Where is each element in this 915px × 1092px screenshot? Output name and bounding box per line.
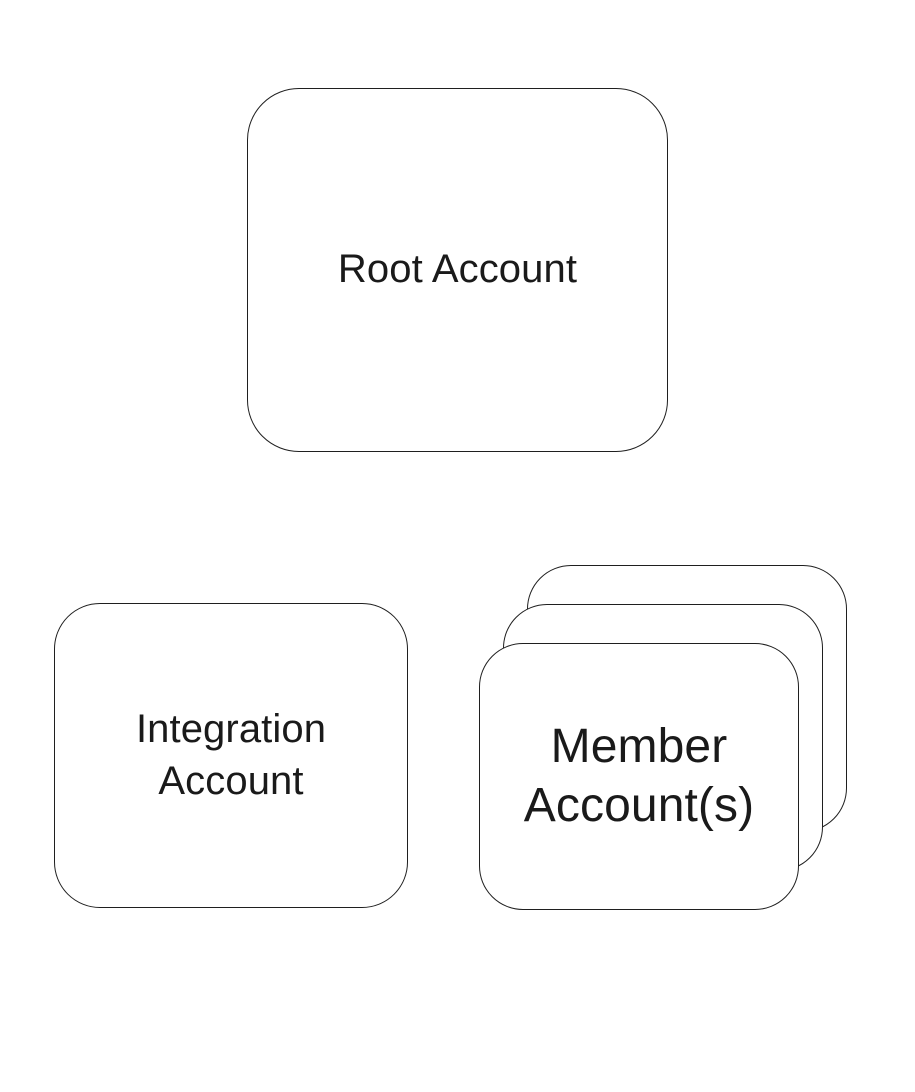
node-root-account[interactable]: Root Account xyxy=(247,88,668,452)
node-integration-account[interactable]: Integration Account xyxy=(54,603,408,908)
node-member-accounts-label: Member Account(s) xyxy=(523,719,755,832)
node-member-accounts-stack[interactable]: Member Account(s) xyxy=(479,565,879,915)
node-root-account-label: Root Account xyxy=(337,247,578,292)
member-account-card-front[interactable]: Member Account(s) xyxy=(479,643,799,910)
node-integration-account-label: Integration Account xyxy=(135,707,327,803)
